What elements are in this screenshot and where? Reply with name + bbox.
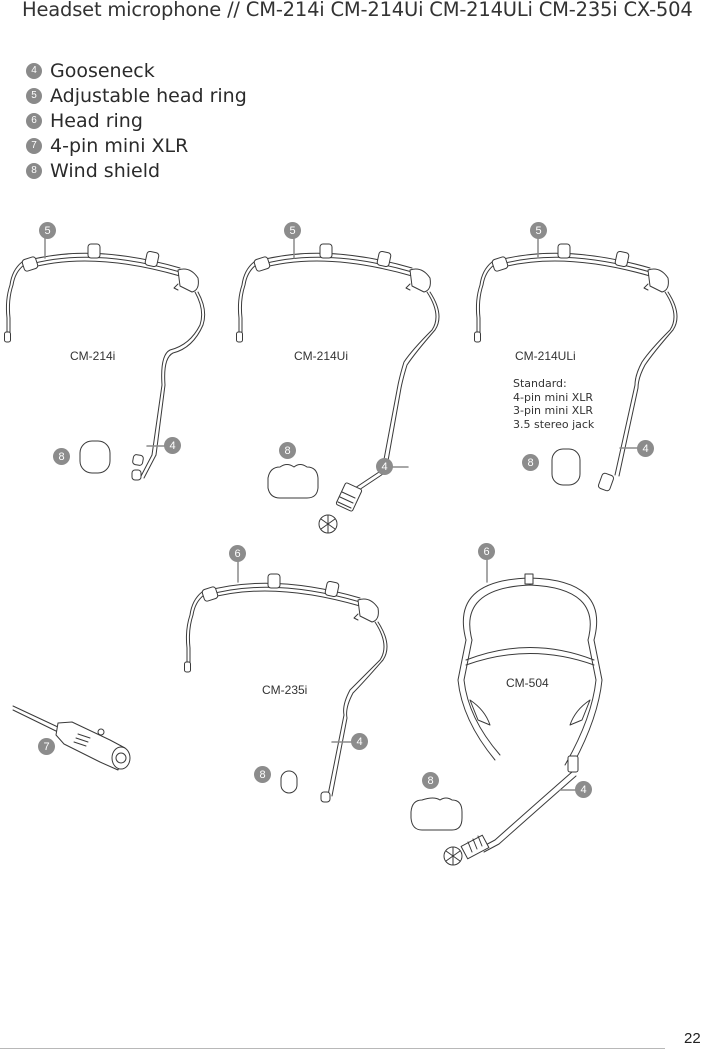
number-badge: 5: [26, 87, 42, 104]
page-title: Headset microphone // CM-214i CM-214Ui C…: [22, 0, 693, 21]
xlr-connector-drawing: [12, 705, 131, 771]
number-badge: 8: [26, 162, 42, 179]
legend-item-wind-shield: 8 Wind shield: [26, 158, 247, 183]
standard-title: Standard:: [513, 377, 567, 390]
callout-badge: 8: [422, 772, 439, 789]
legend-label: Adjustable head ring: [50, 84, 247, 107]
standard-option: 4-pin mini XLR: [513, 390, 594, 404]
legend-label: Gooseneck: [50, 59, 155, 82]
standard-connector-list: Standard: 4-pin mini XLR 3-pin mini XLR …: [513, 377, 594, 431]
cm214i-drawing: [4, 237, 206, 481]
legend-label: Head ring: [50, 109, 143, 132]
callout-badge: 6: [478, 543, 495, 560]
model-label-cm235i: CM-235i: [262, 683, 308, 697]
callout-badge: 8: [53, 448, 70, 465]
cm214uli-drawing: [474, 237, 678, 492]
number-badge: 7: [26, 137, 42, 154]
standard-option: 3.5 stereo jack: [513, 417, 595, 431]
legend-item-mini-xlr: 7 4-pin mini XLR: [26, 133, 247, 158]
callout-badge: 8: [254, 766, 271, 783]
callout-badge: 7: [38, 738, 55, 755]
legend-item-adjustable-head-ring: 5 Adjustable head ring: [26, 83, 247, 108]
callout-badge: 4: [376, 458, 393, 475]
callout-badge: 5: [284, 222, 301, 239]
legend-label: Wind shield: [50, 159, 161, 182]
number-badge: 6: [26, 112, 42, 129]
footer-rule: [0, 1048, 665, 1049]
model-label-cm214i: CM-214i: [70, 349, 116, 363]
model-label-cm214ui: CM-214Ui: [294, 349, 349, 363]
callout-badge: 5: [530, 222, 547, 239]
cm504-drawing: [410, 559, 603, 866]
page-number: 22: [684, 1030, 701, 1047]
legend-item-head-ring: 6 Head ring: [26, 108, 247, 133]
callout-badge: 4: [575, 781, 592, 798]
legend-item-gooseneck: 4 Gooseneck: [26, 58, 247, 83]
callout-badge: 5: [39, 222, 56, 239]
standard-option: 3-pin mini XLR: [513, 404, 594, 417]
callout-badge: 4: [637, 440, 654, 457]
cm235i-drawing: [184, 559, 388, 803]
cm214ui-drawing: [236, 237, 440, 534]
callout-badge: 6: [229, 545, 246, 562]
callout-badge: 8: [522, 454, 539, 471]
callout-badge: 4: [351, 733, 368, 750]
legend-label: 4-pin mini XLR: [50, 134, 189, 157]
callout-badge: 8: [279, 442, 296, 459]
number-badge: 4: [26, 62, 42, 79]
model-label-cm504: CM-504: [506, 676, 549, 690]
parts-legend: 4 Gooseneck 5 Adjustable head ring 6 Hea…: [26, 58, 247, 183]
model-label-cm214uli: CM-214ULi: [515, 349, 576, 363]
callout-badge: 4: [164, 437, 181, 454]
